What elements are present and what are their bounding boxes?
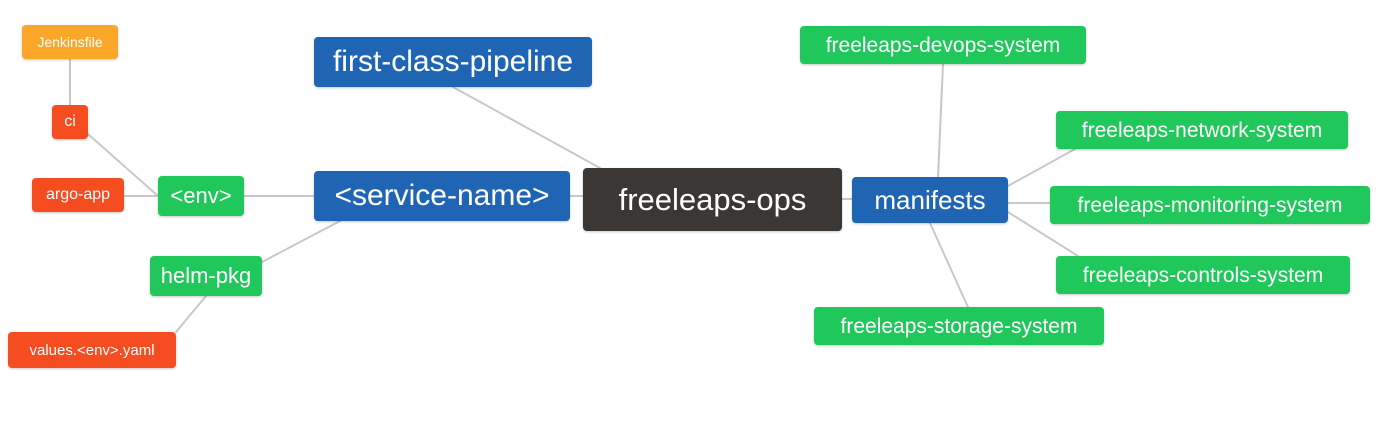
mindmap-node-jenkinsfile[interactable]: Jenkinsfile xyxy=(22,25,118,59)
mindmap-edge-manifests-to-storage xyxy=(929,222,969,308)
mindmap-node-helm-pkg[interactable]: helm-pkg xyxy=(150,256,262,296)
mindmap-node-label-jenkinsfile: Jenkinsfile xyxy=(37,34,103,50)
mindmap-edge-manifests-to-devops xyxy=(937,63,944,178)
mindmap-edge-manifests-to-network xyxy=(1007,148,1076,187)
mindmap-node-label-argo-app: argo-app xyxy=(45,186,111,203)
mindmap-node-storage[interactable]: freeleaps-storage-system xyxy=(814,307,1104,345)
mindmap-edge-helm-pkg-to-service-name xyxy=(261,220,341,263)
mindmap-edge-pipeline-to-freeleaps-ops xyxy=(452,86,601,169)
mindmap-node-label-values-yaml: values.<env>.yaml xyxy=(29,341,155,359)
mindmap-node-freeleaps-ops[interactable]: freeleaps-ops xyxy=(583,168,842,231)
mindmap-node-label-env: <env> xyxy=(170,183,232,208)
mindmap-node-label-ci: ci xyxy=(64,113,76,130)
mindmap-edge-values-yaml-to-helm-pkg xyxy=(175,295,207,333)
mindmap-node-label-storage: freeleaps-storage-system xyxy=(840,314,1078,338)
mindmap-node-label-service-name: <service-name> xyxy=(334,179,550,212)
mindmap-node-service-name[interactable]: <service-name> xyxy=(314,171,570,221)
mindmap-node-network[interactable]: freeleaps-network-system xyxy=(1056,111,1348,149)
mindmap-node-label-monitoring: freeleaps-monitoring-system xyxy=(1077,193,1343,217)
mindmap-node-label-helm-pkg: helm-pkg xyxy=(160,263,252,288)
mindmap-node-values-yaml[interactable]: values.<env>.yaml xyxy=(8,332,176,368)
mindmap-node-label-pipeline: first-class-pipeline xyxy=(332,45,574,78)
mindmap-node-label-freeleaps-ops: freeleaps-ops xyxy=(618,182,807,217)
mindmap-node-manifests[interactable]: manifests xyxy=(852,177,1008,223)
mindmap-node-label-network: freeleaps-network-system xyxy=(1081,118,1323,142)
mindmap-node-label-devops: freeleaps-devops-system xyxy=(825,33,1061,57)
mindmap-node-controls[interactable]: freeleaps-controls-system xyxy=(1056,256,1350,294)
mindmap-node-devops[interactable]: freeleaps-devops-system xyxy=(800,26,1086,64)
mindmap-node-env[interactable]: <env> xyxy=(158,176,244,216)
mindmap-node-label-controls: freeleaps-controls-system xyxy=(1082,263,1324,287)
mindmap-node-ci[interactable]: ci xyxy=(52,105,88,139)
mindmap-node-monitoring[interactable]: freeleaps-monitoring-system xyxy=(1050,186,1370,224)
mindmap-node-argo-app[interactable]: argo-app xyxy=(32,178,124,212)
mindmap-node-label-manifests: manifests xyxy=(874,185,986,215)
mindmap-node-pipeline[interactable]: first-class-pipeline xyxy=(314,37,592,87)
